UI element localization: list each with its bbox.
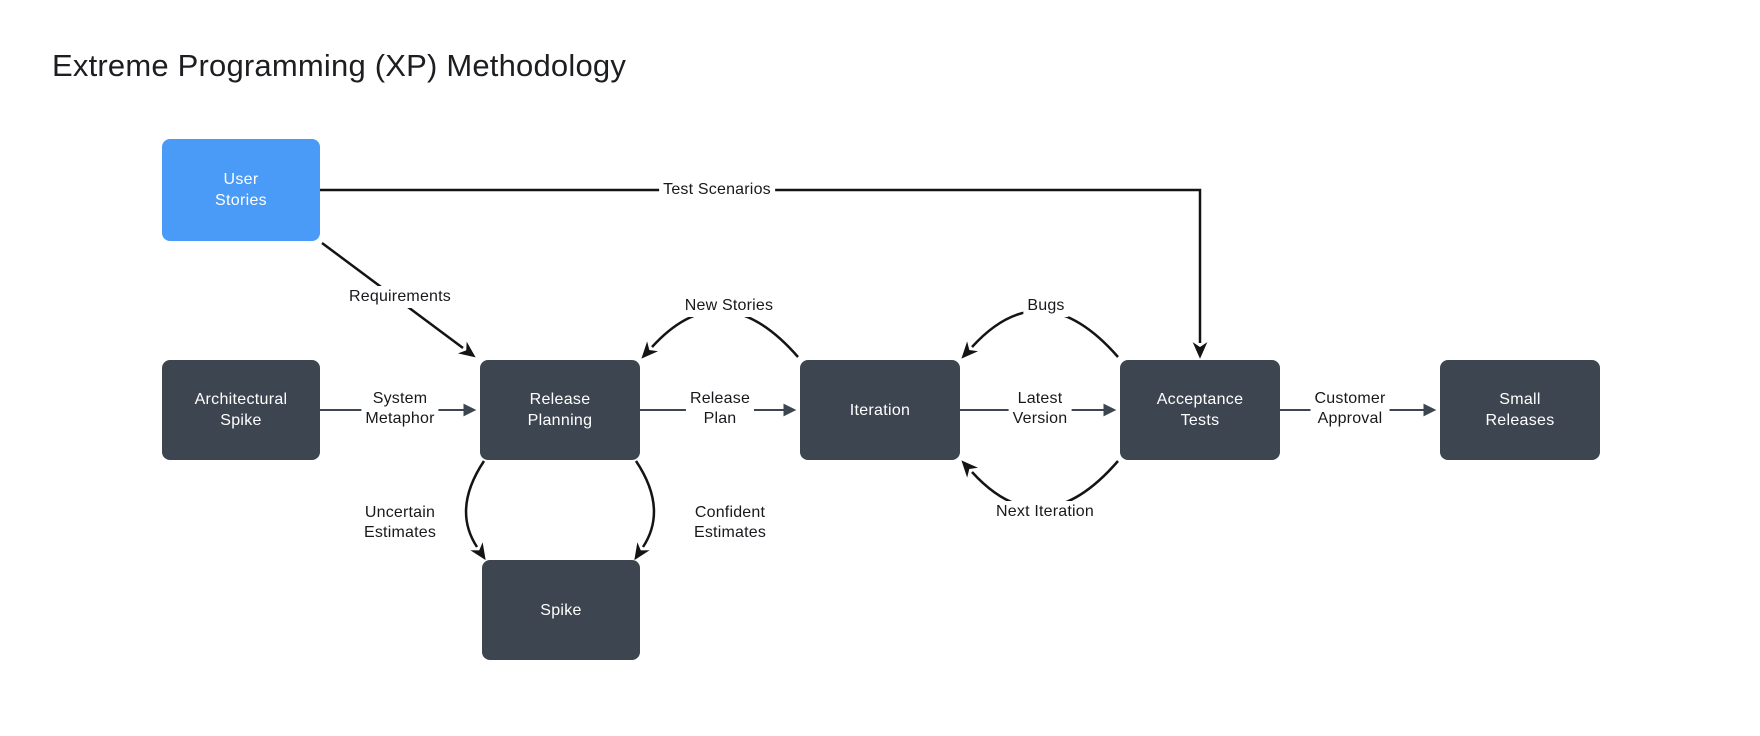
edge-label-requirements[interactable]: Requirements [344,286,456,308]
node-user-stories[interactable]: User Stories [162,139,320,241]
node-spike[interactable]: Spike [482,560,640,660]
edge-label-release-plan[interactable]: Release Plan [685,388,755,430]
edge-confident-estimates-arc[interactable] [634,460,656,561]
edge-label-new-stories[interactable]: New Stories [680,295,778,317]
edge-label-system-metaphor[interactable]: System Metaphor [361,388,439,430]
edge-label-confident-estimates[interactable]: Confident Estimates [689,502,771,544]
node-acceptance-tests[interactable]: Acceptance Tests [1120,360,1280,460]
edge-test-scenarios-line[interactable] [320,188,1208,359]
edge-label-bugs[interactable]: Bugs [1023,295,1069,317]
edge-label-uncertain-estimates[interactable]: Uncertain Estimates [359,502,441,544]
page-title: Extreme Programming (XP) Methodology [52,48,627,83]
node-architectural-spike[interactable]: Architectural Spike [162,360,320,460]
node-iteration[interactable]: Iteration [800,360,960,460]
edge-label-next-iteration[interactable]: Next Iteration [992,501,1098,523]
edge-uncertain-estimates-arc[interactable] [464,460,486,561]
edge-label-customer-approval[interactable]: Customer Approval [1310,388,1390,430]
edge-bugs-arc[interactable] [961,309,1119,359]
edge-label-test-scenarios[interactable]: Test Scenarios [659,179,775,201]
edge-label-latest-version[interactable]: Latest Version [1008,388,1072,430]
node-release-planning[interactable]: Release Planning [480,360,640,460]
edge-new-stories-arc[interactable] [641,309,799,359]
node-small-releases[interactable]: Small Releases [1440,360,1600,460]
